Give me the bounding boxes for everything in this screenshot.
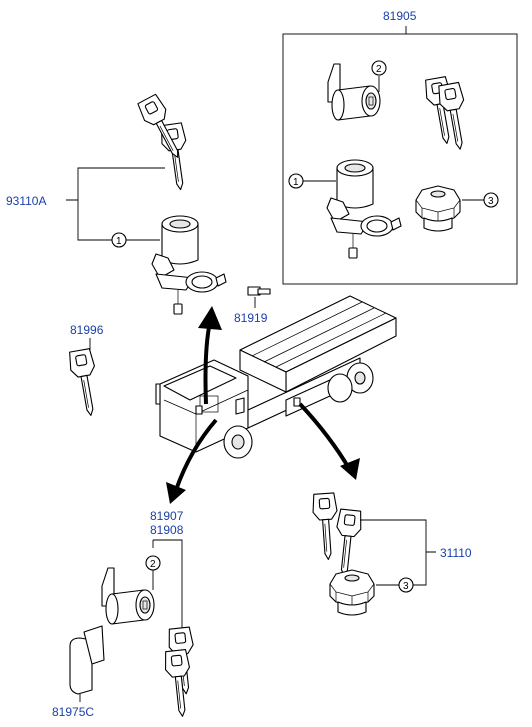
kit-box-81905 bbox=[282, 33, 518, 285]
part-number-81905[interactable]: 81905 bbox=[383, 9, 417, 23]
ignition-lock-assembly bbox=[151, 215, 227, 315]
part-number-81919[interactable]: 81919 bbox=[234, 311, 268, 325]
fuel-cap-in-kit bbox=[415, 185, 461, 232]
callout-1-ignition-label: 1 bbox=[116, 236, 122, 247]
ignition-key-pair bbox=[135, 92, 194, 192]
part-number-81908[interactable]: 81908 bbox=[150, 523, 184, 537]
callout-3-kit[interactable] bbox=[483, 192, 499, 208]
callout-3-kit-label: 3 bbox=[488, 196, 494, 207]
callout-2-kit-label: 2 bbox=[376, 64, 382, 75]
ignition-cylinder-in-kit bbox=[326, 159, 402, 259]
fuel-cap-key-pair bbox=[311, 492, 364, 578]
callout-2-doorlock-label: 2 bbox=[150, 559, 156, 570]
part-number-81975C[interactable]: 81975C bbox=[52, 705, 94, 719]
door-lock-cylinder-in-kit bbox=[327, 63, 381, 121]
door-lock-key-pair bbox=[163, 626, 199, 719]
callout-3-fuelcap-label: 3 bbox=[403, 581, 409, 592]
door-lock-cylinder bbox=[101, 567, 155, 625]
part-number-81907[interactable]: 81907 bbox=[150, 509, 184, 523]
part-number-31110[interactable]: 31110 bbox=[440, 546, 472, 560]
callout-1-kit[interactable] bbox=[288, 173, 304, 189]
lock-cover-81975C bbox=[69, 625, 105, 695]
key-pair-in-kit bbox=[423, 75, 473, 152]
part-number-81996[interactable]: 81996 bbox=[70, 323, 104, 337]
fuel-cap-31110 bbox=[329, 569, 375, 616]
arrow-to-fuel-cap bbox=[298, 402, 360, 480]
part-number-93110A[interactable]: 93110A bbox=[6, 194, 46, 208]
arrow-to-ignition bbox=[198, 306, 222, 405]
callout-2-kit[interactable] bbox=[371, 60, 387, 76]
arrow-to-door-lock bbox=[166, 418, 218, 504]
callout-1-kit-label: 1 bbox=[293, 177, 299, 188]
blank-key-81996 bbox=[67, 347, 104, 419]
screw-81919 bbox=[247, 286, 271, 296]
truck-illustration bbox=[155, 295, 397, 459]
